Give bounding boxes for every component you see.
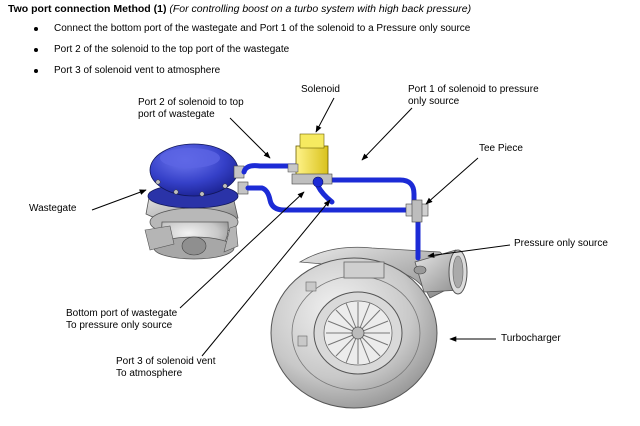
tee-piece [405, 199, 429, 223]
solenoid [287, 133, 333, 188]
label-port1: Port 1 of solenoid to pressure only sour… [408, 84, 539, 108]
label-line: Port 1 of solenoid to pressure [408, 84, 539, 95]
label-port3: Port 3 of solenoid vent To atmosphere [116, 356, 216, 380]
heading-title: Two port connection Method (1) [8, 3, 167, 15]
instruction-item: Port 2 of the solenoid to the top port o… [34, 43, 470, 64]
label-turbocharger: Turbocharger [501, 333, 561, 345]
label-line: Bottom port of wastegate [66, 308, 178, 319]
label-bottom-port: Bottom port of wastegate To pressure onl… [66, 308, 177, 332]
label-line: Solenoid [301, 84, 340, 95]
wastegate [144, 143, 249, 260]
page-heading: Two port connection Method (1) (For cont… [8, 3, 471, 15]
turbocharger [270, 246, 468, 409]
instruction-item: Connect the bottom port of the wastegate… [34, 22, 470, 43]
label-line: Pressure only source [514, 238, 608, 249]
label-line: Port 3 of solenoid vent [116, 356, 216, 367]
label-wastegate: Wastegate [29, 203, 76, 215]
instruction-item: Port 3 of solenoid vent to atmosphere [34, 64, 470, 85]
label-line: To pressure only source [66, 320, 173, 331]
label-line: Tee Piece [479, 143, 523, 154]
instruction-list: Connect the bottom port of the wastegate… [34, 22, 470, 85]
label-tee-piece: Tee Piece [479, 143, 523, 155]
label-line: Port 2 of solenoid to top [138, 97, 244, 108]
leader-lines [91, 97, 511, 357]
label-line: Wastegate [29, 203, 77, 214]
label-solenoid: Solenoid [301, 84, 340, 96]
heading-subtitle: (For controlling boost on a turbo system… [169, 3, 472, 15]
label-line: only source [408, 96, 460, 107]
label-port2: Port 2 of solenoid to top port of wasteg… [138, 97, 244, 121]
label-line: To atmosphere [116, 368, 183, 379]
label-line: port of wastegate [138, 109, 215, 120]
vacuum-hoses [241, 163, 421, 261]
label-line: Turbocharger [501, 333, 561, 344]
label-pressure-source: Pressure only source [514, 238, 608, 250]
